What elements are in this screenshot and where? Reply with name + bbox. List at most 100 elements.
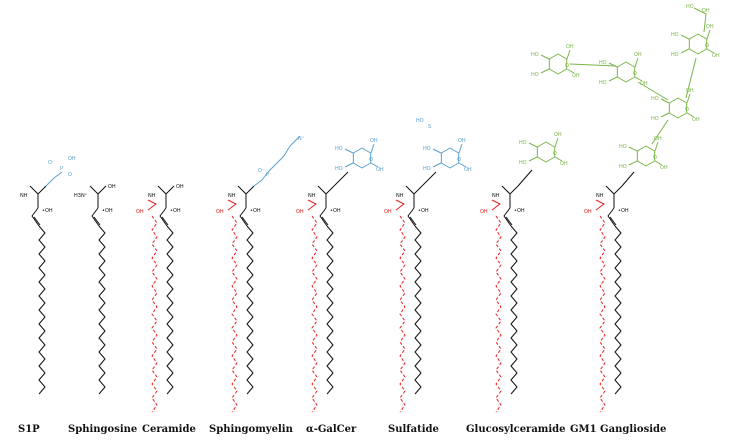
molecule-name-ceramide: Ceramide [142, 424, 196, 435]
molecule-gm1-galactose-arm [660, 98, 670, 104]
molecule-ceramide-structure-alkene-second [161, 216, 169, 226]
molecule-gm1-fatty-acid-carbonyl-o: OH [584, 209, 592, 215]
molecule-sphingomyelin-fatty-acid: OH [216, 199, 238, 413]
molecule-gm1-terminal-galactose-arm [566, 49, 571, 60]
molecule-sphingosine-structure-chain [98, 225, 106, 395]
molecule-sulfatide-galactose-oh-label: OH [458, 138, 466, 144]
molecule-sulfatide-galactose-ring [440, 147, 460, 169]
molecule-gm1-link [637, 81, 669, 101]
molecule-gm1-galnac-arm [634, 76, 643, 82]
molecule-ceramide-fatty-acid: OH [136, 199, 158, 413]
molecule-glucosylceramide-glucose-arm [554, 137, 559, 148]
molecule-gm1-terminal-galactose-oh-label: HO [531, 52, 539, 58]
molecule-ceramide-fatty-acid-carbonyl [147, 199, 157, 211]
molecule-name-sulfatide: Sulfatide [388, 424, 439, 435]
molecule-gm1-terminal-galactose-oh-label: OH [566, 44, 574, 50]
molecule-sulfatide-structure-chain [414, 225, 422, 395]
molecule-name-s1p: S1P [18, 424, 40, 435]
molecule-glucosylceramide-fatty-acid-chain [495, 215, 502, 413]
molecule-gm1-glucose-oh-label: HO [619, 164, 627, 170]
molecule-sphingomyelin-structure-chain [246, 225, 254, 395]
molecule-ceramide-fatty-acid-chain [151, 215, 158, 413]
molecule-gm1-terminal-galactose-ring [548, 53, 568, 75]
molecule-alpha-galcer-fatty-acid: OH [296, 199, 318, 413]
molecule-glucosylceramide-structure-nh: NH [492, 193, 500, 199]
molecule-gm1-galnac-arm [608, 76, 618, 82]
molecule-gm1-glucose-arm [654, 160, 663, 166]
molecule-alpha-galcer-galactose-arm [344, 148, 354, 154]
molecule-s1p-structure-alkene-second [33, 216, 41, 226]
molecule-ceramide-fatty-acid-carbonyl-o: OH [136, 209, 144, 215]
molecule-gm1-galnac-oh-label: HO [599, 60, 607, 66]
molecule-glucosylceramide-glucose-oh-label: HO [519, 140, 527, 146]
molecule-gm1-sialic-acid-oh-label: HO [671, 52, 679, 58]
molecule-sphingomyelin-fatty-acid-carbonyl-o: OH [216, 209, 224, 215]
molecule-gm1-galactose-oh-label: OH [686, 88, 694, 94]
molecule-gm1-glucose-arm [654, 141, 659, 152]
molecule-gm1-structure-nh: NH [596, 193, 604, 199]
molecule-s1p-phosphate-ominus: O⁻ [48, 160, 55, 166]
molecule-sphingomyelin-ammonium: N⁺ [298, 136, 305, 142]
molecule-gm1-galnac-oh-label: OH [634, 52, 642, 58]
molecule-sphingosine-amine: H3N⁺ [74, 193, 88, 199]
molecule-s1p-structure-alkene [31, 207, 40, 227]
molecule-sulfatide-glycosidic-bond [421, 171, 437, 187]
molecule-gm1-fatty-acid: OH [584, 199, 606, 413]
molecule-glucosylceramide-structure-alkene-second [505, 216, 513, 226]
molecule-sphingomyelin-ominus: O⁻ [258, 168, 265, 174]
molecule-gm1-sialic-acid-oh-label: OH [712, 53, 720, 59]
molecule-gm1-glucose-arm [628, 160, 638, 166]
molecule-sphingosine-structure-alkene-second [93, 216, 101, 226]
molecule-sulfatide-structure-alkene-second [409, 216, 417, 226]
molecule-alpha-galcer-galactose-oh-label: HO [335, 166, 343, 172]
molecule-gm1-glucose-oh-label: HO [619, 144, 627, 150]
molecule-s1p-phosphorus: P [60, 166, 63, 172]
molecule-ceramide-structure-nh: NH [148, 193, 156, 199]
molecule-gm1-galnac-ring [616, 61, 636, 83]
structures-layer: •OHNHPO⁻OHO•OHH3N⁺OH•OHNHOHOH•OHNHPO⁻N⁺O… [20, 4, 720, 413]
molecule-sulfatide-sulfate-oh: HO [416, 118, 424, 124]
molecule-ceramide-structure-alkene [159, 207, 168, 227]
molecule-gm1-glucose-ring [636, 145, 656, 167]
molecule-sulfatide-galactose-oh-label: HO [423, 166, 431, 172]
molecule-sphingomyelin-structure-headgroup-bonds [237, 185, 255, 195]
molecule-glucosylceramide-glucose-arm [554, 156, 563, 162]
molecule-sphingosine-structure-c3-oh: •OH [102, 208, 113, 214]
molecule-alpha-galcer-galactose-oh-label: OH [376, 167, 384, 173]
molecule-alpha-galcer-galactose-arm [370, 162, 379, 168]
molecule-ceramide-structure-chain [166, 225, 174, 395]
molecule-gm1-sialic-acid-arm [680, 48, 690, 54]
molecule-gm1-galactose-arm [660, 112, 670, 118]
molecule-gm1-galactose-oh-label: HO [651, 116, 659, 122]
molecule-gm1-structure-headgroup-bonds [605, 185, 623, 195]
molecule-gm1-glucose-oh-label: OH [660, 165, 668, 171]
molecule-sulfatide-structure-c3-oh: •OH [418, 208, 429, 214]
molecule-s1p-structure-nh: NH [20, 193, 28, 199]
molecule-gm1-terminal-galactose-oh-label: HO [531, 72, 539, 78]
molecule-glucosylceramide-fatty-acid: OH [480, 199, 502, 413]
molecule-gm1-glucose-oh-label: OH [654, 136, 662, 142]
molecule-alpha-galcer-fatty-acid-chain [311, 215, 318, 413]
molecule-gm1-galactose-oh-label: OH [692, 117, 700, 123]
molecule-gm1-galnac-oh-label: OH [640, 81, 648, 87]
molecule-names: S1P Sphingosine Ceramide Sphingomyelin α… [18, 424, 666, 435]
molecule-gm1-galnac-ring-o: O [633, 71, 637, 77]
molecule-name-alpha-galcer: α-GalCer [306, 424, 357, 435]
molecule-alpha-galcer-galactose-oh-label: OH [370, 138, 378, 144]
molecule-gm1-structure-c3-oh: •OH [618, 208, 629, 214]
molecule-sphingomyelin-phosphocholine-bonds [253, 135, 301, 187]
molecule-alpha-galcer-fatty-acid-carbonyl-o: OH [296, 209, 304, 215]
molecule-alpha-galcer-galactose-arm [344, 162, 354, 168]
molecule-gm1-glycosidic-bond [621, 171, 635, 187]
molecule-glucosylceramide-glycosidic-bond [517, 169, 533, 187]
molecule-alpha-galcer-galactose-arm [370, 143, 375, 154]
molecule-gm1-terminal-galactose-oh-label: OH [572, 73, 580, 79]
